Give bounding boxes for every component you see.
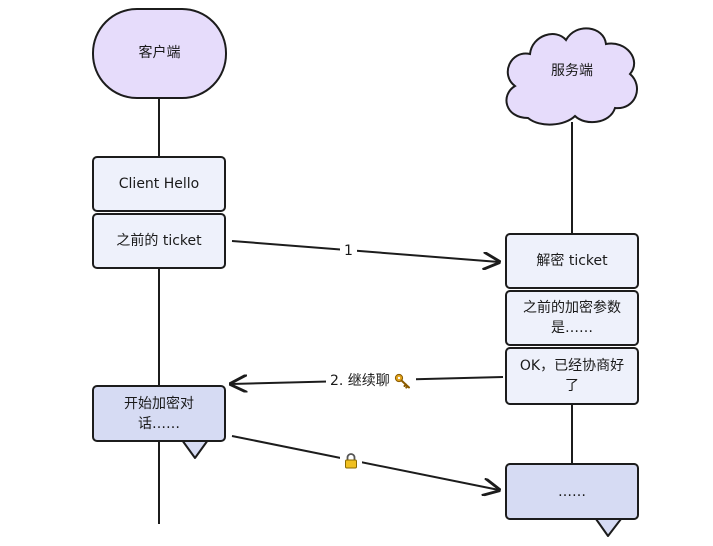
ellipsis-box: …… <box>505 463 639 520</box>
previous-params-box: 之前的加密参数是…… <box>505 290 639 346</box>
negotiated-text: OK，已经协商好了 <box>519 358 625 394</box>
previous-ticket-box: 之前的 ticket <box>92 213 226 269</box>
client-title: 客户端 <box>138 45 181 61</box>
arrow-2-label-text: 2. 继续聊 <box>330 373 390 389</box>
server-title: 服务端 <box>551 63 593 79</box>
client-hello-text: Client Hello <box>118 176 200 192</box>
previous-params-text: 之前的加密参数是…… <box>523 300 621 336</box>
start-encrypted-chat-box: 开始加密对话…… <box>92 385 226 442</box>
client-head-shape <box>92 8 227 99</box>
arrow-1 <box>231 240 499 262</box>
lock-icon <box>343 452 359 469</box>
start-encrypted-chat-text: 开始加密对话…… <box>124 395 194 432</box>
previous-ticket-text: 之前的 ticket <box>116 233 202 249</box>
client-hello-box: Client Hello <box>92 156 226 212</box>
decrypt-ticket-text: 解密 ticket <box>536 253 608 269</box>
arrow-1-label: 1 <box>340 242 357 260</box>
decrypt-ticket-box: 解密 ticket <box>505 233 639 289</box>
client-callout-tail <box>181 439 209 459</box>
ellipsis-text: …… <box>558 483 586 500</box>
server-callout-tail <box>595 518 622 537</box>
arrow-3-label <box>340 452 362 474</box>
arrow-1-label-text: 1 <box>344 243 353 259</box>
arrow-3 <box>231 435 499 490</box>
key-icon <box>394 373 412 389</box>
arrow-2-label: 2. 继续聊 <box>326 372 416 390</box>
server-head-cloud <box>505 27 638 126</box>
negotiated-box: OK，已经协商好了 <box>505 347 639 405</box>
